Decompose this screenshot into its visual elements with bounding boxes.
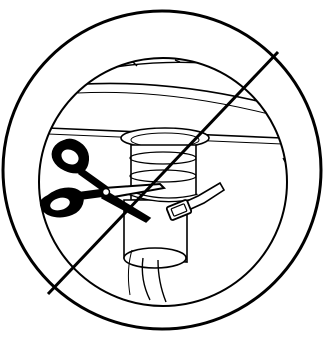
scissors-icon bbox=[39, 138, 167, 223]
prohibition-slash bbox=[46, 50, 280, 296]
cable-tie-head-detail bbox=[170, 203, 188, 217]
pipe-ring-2 bbox=[129, 169, 197, 183]
scissors-lower-blade bbox=[101, 188, 152, 223]
pipe-bottom-opening bbox=[123, 247, 187, 269]
scissors-upper-handle-hole bbox=[61, 149, 79, 165]
tick-mark bbox=[174, 59, 181, 63]
wire bbox=[141, 257, 151, 301]
scissors-pivot bbox=[101, 187, 111, 197]
wire bbox=[157, 259, 167, 303]
side-tick bbox=[282, 157, 286, 163]
pipe-ring bbox=[129, 151, 197, 165]
scissors-upper-arm bbox=[78, 168, 110, 194]
wire-shadow bbox=[127, 249, 133, 296]
scissors-lower-handle-hole bbox=[50, 197, 70, 211]
tick-mark bbox=[132, 61, 138, 67]
